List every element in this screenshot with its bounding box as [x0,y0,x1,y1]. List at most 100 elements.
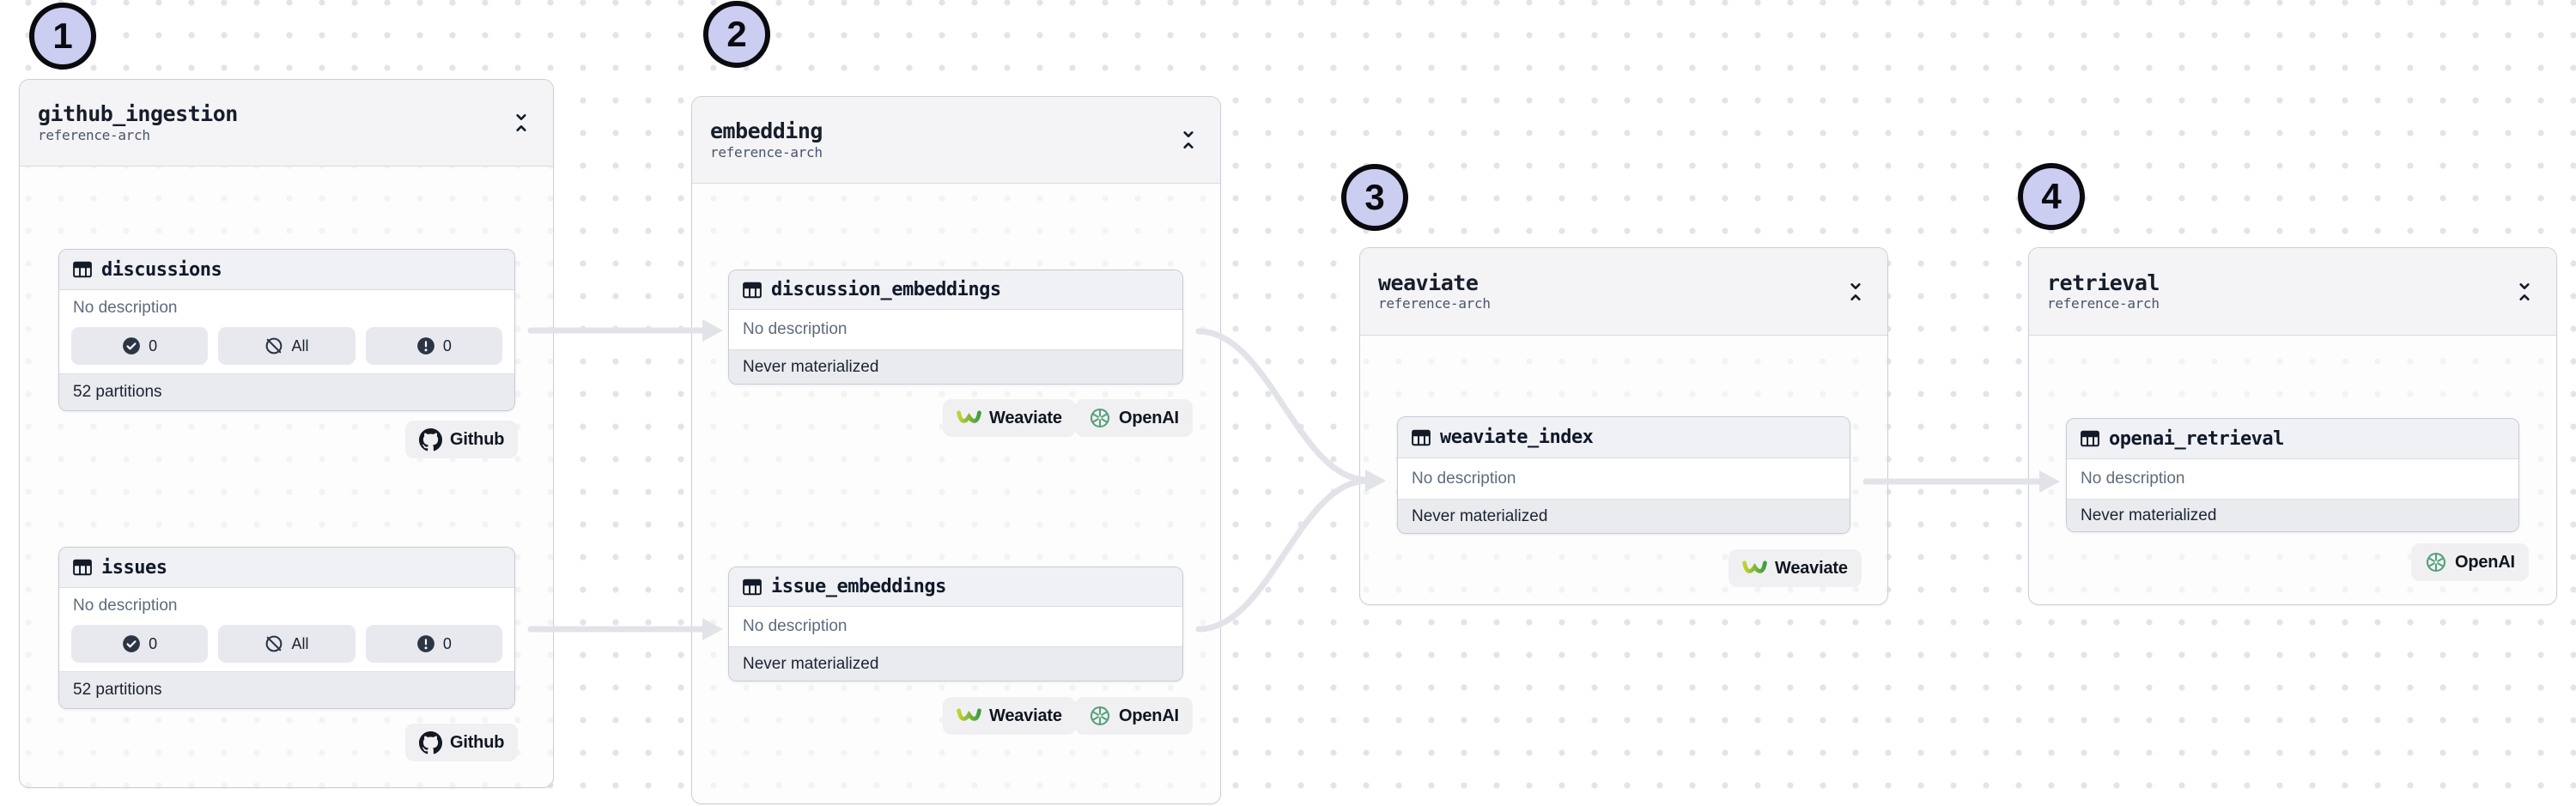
materialized-count: 0 [149,634,158,652]
weaviate-icon [1742,561,1767,573]
step-number: 2 [726,14,747,54]
materialized-partitions-pill[interactable]: 0 [71,625,209,663]
kind-tag-label: Github [450,732,505,752]
missing-count: All [291,336,309,355]
asset-name: openai_retrieval [2109,427,2284,450]
kind-tag-label: Weaviate [989,706,1062,725]
asset-node-discussion-embeddings[interactable]: discussion_embeddings No description Nev… [728,270,1183,385]
table-icon [73,559,92,576]
kind-tag-label: Github [450,429,505,449]
step-marker-2: 2 [703,1,770,68]
asset-name: issue_embeddings [771,576,946,597]
missing-partitions-pill[interactable]: All [218,625,355,663]
group-title: embedding [710,118,823,144]
materialization-status: Never materialized [729,646,1182,681]
group-header[interactable]: retrieval reference-arch [2029,248,2556,336]
check-circle-icon [123,635,141,652]
group-subtitle: reference-arch [1378,295,1491,312]
group-subtitle: reference-arch [38,126,150,143]
kind-tag-openai[interactable]: OpenAI [1075,697,1193,735]
edge-discussion-embeddings-to-weaviate-index [1195,328,1370,483]
kind-tag-openai[interactable]: OpenAI [1075,399,1193,437]
group-subtitle: reference-arch [2047,295,2160,312]
group-title: retrieval [2047,270,2160,295]
step-number: 1 [52,15,73,56]
asset-node-issues[interactable]: issues No description 0 All 0 52 partiti… [58,547,515,709]
asset-description: No description [729,310,1182,349]
kind-tag-weaviate[interactable]: Weaviate [943,697,1076,735]
kind-tag-label: OpenAI [2455,552,2515,572]
step-number: 3 [1364,177,1385,217]
asset-description: No description [729,607,1182,646]
group-header[interactable]: weaviate reference-arch [1360,248,1887,336]
materialized-count: 0 [149,336,158,355]
kind-tag-github[interactable]: Github [405,724,519,761]
materialization-status: Never materialized [2067,499,2518,531]
missing-count: All [291,634,309,652]
asset-node-weaviate-index[interactable]: weaviate_index No description Never mate… [1397,416,1850,534]
asset-description: No description [2067,459,2518,499]
table-icon [743,282,762,298]
table-icon [73,261,92,278]
asset-group-embedding[interactable]: embedding reference-arch [691,96,1221,804]
partition-status-pills: 0 All 0 [59,623,514,671]
step-number: 4 [2041,176,2062,216]
failed-partitions-pill[interactable]: 0 [365,327,502,365]
table-icon [2081,430,2099,447]
asset-description: No description [59,588,514,623]
step-marker-4: 4 [2018,163,2085,230]
kind-tag-label: OpenAI [1119,706,1179,725]
asset-description: No description [59,290,514,325]
kind-tag-github[interactable]: Github [405,421,519,458]
kind-tag-label: Weaviate [1775,558,1848,578]
kind-tag-label: Weaviate [989,408,1062,427]
openai-icon [1091,706,1109,725]
collapse-group-icon[interactable] [1181,129,1196,151]
materialization-status: Never materialized [729,349,1182,384]
github-icon [419,730,442,754]
asset-description: No description [1398,458,1850,499]
partition-status-pills: 0 All 0 [59,325,514,373]
slash-circle-icon [266,635,283,652]
weaviate-icon [957,708,981,721]
github-icon [419,427,442,451]
check-circle-icon [123,337,141,355]
asset-node-discussions[interactable]: discussions No description 0 All 0 52 pa… [58,249,515,411]
missing-partitions-pill[interactable]: All [218,327,355,365]
failed-count: 0 [442,634,452,652]
alert-circle-icon [416,337,434,355]
partitions-footer: 52 partitions [59,671,514,708]
asset-name: discussions [101,258,222,281]
table-icon [743,579,762,595]
table-icon [1412,429,1431,445]
slash-circle-icon [266,337,283,355]
asset-name: issues [101,556,167,579]
asset-name: weaviate_index [1440,427,1594,448]
step-marker-3: 3 [1341,164,1408,231]
materialized-partitions-pill[interactable]: 0 [71,327,209,365]
collapse-group-icon[interactable] [1848,281,1863,303]
asset-node-issue-embeddings[interactable]: issue_embeddings No description Never ma… [728,567,1183,682]
weaviate-icon [957,410,981,423]
collapse-group-icon[interactable] [2517,281,2532,303]
partitions-footer: 52 partitions [59,373,514,410]
group-title: github_ingestion [38,101,238,127]
kind-tag-weaviate[interactable]: Weaviate [943,399,1076,437]
alert-circle-icon [416,635,434,652]
collapse-group-icon[interactable] [513,112,529,134]
step-marker-1: 1 [29,3,96,70]
kind-tag-weaviate[interactable]: Weaviate [1728,549,1862,587]
group-header[interactable]: embedding reference-arch [692,97,1220,184]
asset-node-openai-retrieval[interactable]: openai_retrieval No description Never ma… [2066,418,2519,532]
asset-name: discussion_embeddings [771,279,1001,300]
group-title: weaviate [1378,270,1479,295]
edge-issue-embeddings-to-weaviate-index [1195,477,1370,633]
kind-tag-label: OpenAI [1119,408,1179,427]
kind-tag-openai[interactable]: OpenAI [2411,543,2529,581]
group-header[interactable]: github_ingestion reference-arch [20,80,553,167]
group-subtitle: reference-arch [710,143,823,161]
openai-icon [1091,409,1109,427]
openai-icon [2427,553,2445,572]
failed-partitions-pill[interactable]: 0 [365,625,502,663]
